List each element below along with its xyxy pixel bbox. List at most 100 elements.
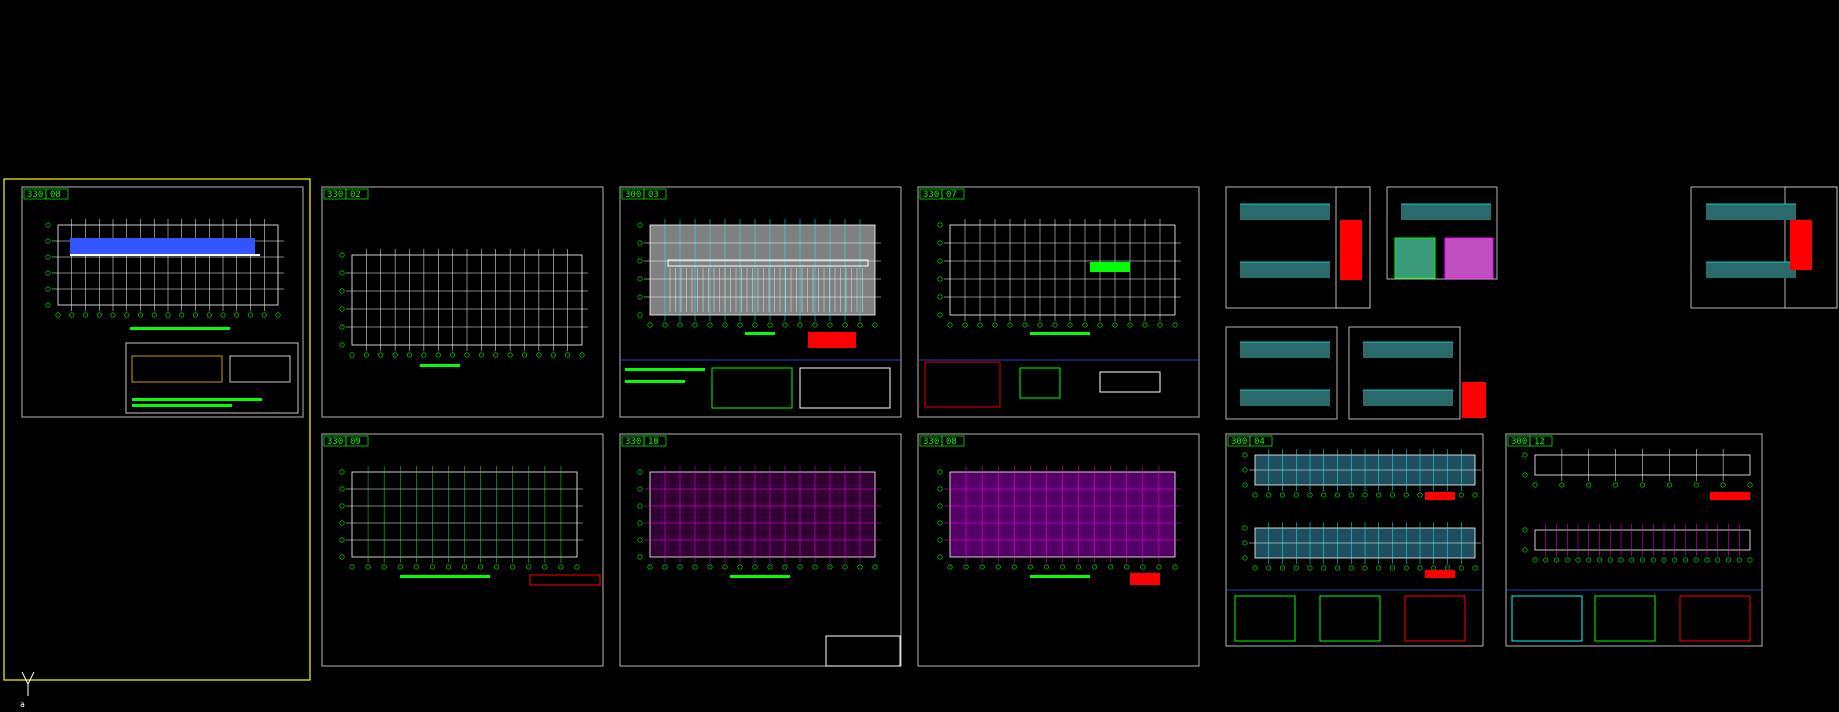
axis-bubble — [339, 520, 345, 526]
axis-bubble — [947, 564, 953, 570]
elevation-body — [1240, 262, 1330, 278]
iso-view — [1394, 237, 1436, 279]
detail-sketch — [1404, 595, 1466, 642]
axis-bubble — [1067, 322, 1073, 328]
axis-bubble — [413, 564, 419, 570]
axis-bubble — [397, 564, 403, 570]
axis-bubble — [1586, 557, 1592, 563]
axis-bubble — [722, 322, 728, 328]
ucs-axis — [21, 671, 29, 685]
axis-bubble — [1348, 492, 1354, 498]
axis-bubble — [1458, 565, 1464, 571]
axis-bubble — [1124, 564, 1130, 570]
axis-bubble — [1252, 492, 1258, 498]
axis-bubble — [339, 503, 345, 509]
axis-bubble — [1564, 557, 1570, 563]
axis-bubble — [339, 324, 345, 330]
sheet-frame — [619, 433, 902, 667]
axis-bubble — [1554, 557, 1560, 563]
detail-sketch — [1234, 595, 1296, 642]
axis-bubble — [677, 322, 683, 328]
plan-grid — [45, 219, 284, 318]
sheet-frame — [21, 186, 304, 418]
axis-bubble — [565, 352, 571, 358]
axis-bubble — [937, 312, 943, 318]
axis-bubble — [637, 240, 643, 246]
axis-bubble — [339, 270, 345, 276]
detail-sketch — [1790, 220, 1812, 270]
axis-bubble — [1613, 482, 1619, 488]
axis-bubble — [1532, 557, 1538, 563]
axis-bubble — [494, 564, 500, 570]
axis-bubble — [478, 352, 484, 358]
sheet-tag-number: 330 — [327, 190, 343, 200]
sheet-tag-box — [345, 188, 369, 200]
sheet-tag-number: 12 — [1534, 437, 1545, 447]
axis-bubble — [124, 312, 130, 318]
plan-grid — [1242, 449, 1481, 498]
sheet-tag-box — [1249, 435, 1273, 447]
axis-bubble — [1076, 564, 1082, 570]
axis-bubble — [558, 564, 564, 570]
sheet-tag-number: 300 — [1231, 437, 1247, 447]
axis-bubble — [1532, 482, 1538, 488]
revision-note — [808, 332, 856, 348]
axis-bubble — [637, 312, 643, 318]
axis-bubble — [979, 564, 985, 570]
legend-box — [1462, 382, 1486, 418]
axis-bubble — [1156, 564, 1162, 570]
sheet-frame — [619, 186, 902, 418]
axis-bubble — [1011, 564, 1017, 570]
axis-bubble — [722, 564, 728, 570]
axis-bubble — [206, 312, 212, 318]
axis-bubble — [349, 564, 355, 570]
plan-grid — [1242, 522, 1481, 571]
axis-bubble — [1672, 557, 1678, 563]
axis-bubble — [1458, 492, 1464, 498]
axis-bubble — [1640, 482, 1646, 488]
axis-bubble — [1242, 467, 1248, 473]
legend-box — [1090, 262, 1130, 272]
axis-bubble — [647, 564, 653, 570]
sheet-tag-box — [345, 435, 369, 447]
axis-bubble — [1242, 452, 1248, 458]
axis-bubble — [45, 254, 51, 260]
axis-bubble — [1037, 322, 1043, 328]
axis-bubble — [995, 564, 1001, 570]
axis-bubble — [1172, 564, 1178, 570]
axis-bubble — [1390, 565, 1396, 571]
axis-bubble — [1266, 565, 1272, 571]
axis-bubble — [637, 554, 643, 560]
axis-bubble — [378, 352, 384, 358]
elevation-body — [1240, 390, 1330, 406]
axis-bubble — [937, 537, 943, 543]
active-layout-frame — [3, 178, 311, 681]
axis-bubble — [1417, 492, 1423, 498]
axis-bubble — [937, 486, 943, 492]
axis-bubble — [1060, 564, 1066, 570]
sheet-tag-number: 10 — [648, 437, 659, 447]
sheet-frame — [321, 186, 604, 418]
sheet-frame — [917, 186, 1200, 418]
axis-bubble — [1390, 492, 1396, 498]
axis-bubble — [261, 312, 267, 318]
axis-bubble — [1661, 557, 1667, 563]
revision-note — [1425, 570, 1455, 578]
axis-bubble — [435, 352, 441, 358]
title-block — [825, 635, 901, 667]
axis-bubble — [1618, 557, 1624, 563]
axis-bubble — [1693, 557, 1699, 563]
axis-bubble — [1242, 540, 1248, 546]
axis-bubble — [647, 322, 653, 328]
axis-bubble — [947, 322, 953, 328]
detail-sketch — [711, 367, 793, 409]
revision-note — [1425, 492, 1455, 500]
axis-bubble — [1417, 565, 1423, 571]
axis-bubble — [1140, 564, 1146, 570]
detail-sketch — [799, 367, 891, 409]
